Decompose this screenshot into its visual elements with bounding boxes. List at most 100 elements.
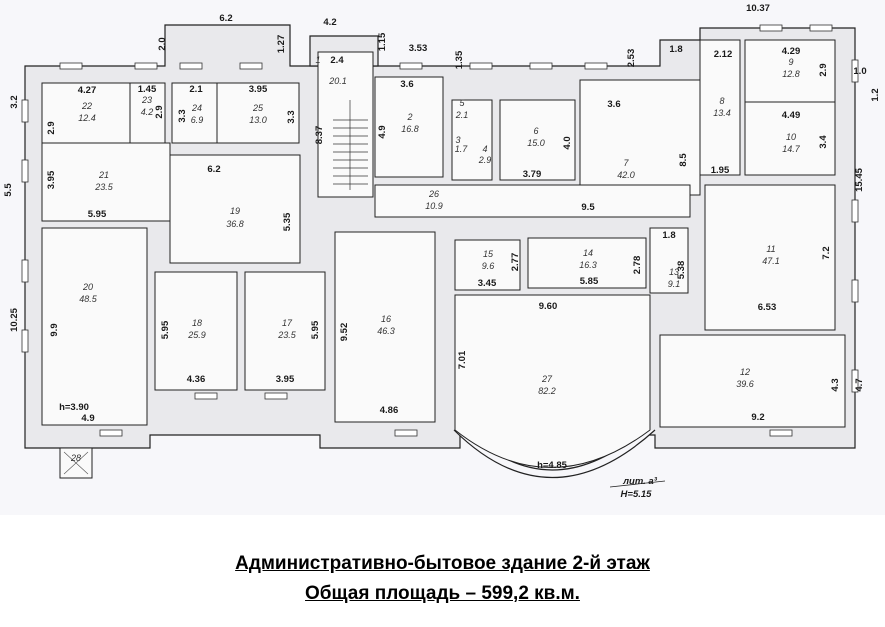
- dim-label: 5.95: [310, 320, 321, 339]
- room-3-number: 3: [455, 135, 460, 145]
- room-4-number: 4: [482, 144, 487, 154]
- dim-label: 4.2: [323, 17, 336, 28]
- dim-label: 8.37: [314, 126, 325, 145]
- room-7-area: 42.0: [617, 170, 635, 180]
- dim-label: 5.95: [88, 209, 107, 220]
- dim-label: 9.60: [539, 301, 558, 312]
- dim-label: 1.45: [138, 84, 157, 95]
- room-14-number: 14: [583, 248, 593, 258]
- dim-label: 2.78: [632, 256, 643, 275]
- room-14-area: 16.3: [579, 260, 597, 270]
- room-20-area: 48.5: [79, 294, 98, 304]
- dim-label: 3.3: [177, 109, 188, 122]
- dim-label: 5.95: [160, 320, 171, 339]
- dim-label: 3.2: [9, 95, 20, 108]
- room-15-number: 15: [483, 249, 494, 259]
- room-2-number: 2: [406, 112, 412, 122]
- dim-label: 3.95: [46, 170, 57, 189]
- room-23-number: 23: [141, 95, 152, 105]
- rooms: [41, 39, 846, 479]
- dimension-labels: 6.2 4.2 10.37 2.0 1.27 1.15 3.53 1.35 2.…: [3, 3, 881, 424]
- dim-label: 3.95: [276, 374, 295, 385]
- room-26-number: 26: [428, 189, 439, 199]
- room-1-area: 20.1: [328, 76, 347, 86]
- dim-label: 9.9: [49, 323, 60, 336]
- dim-label: 4.86: [380, 405, 399, 416]
- room-10-number: 10: [786, 132, 796, 142]
- dim-label: 3.6: [400, 79, 413, 90]
- dim-label: 2.9: [154, 105, 165, 118]
- dim-label: 2.9: [818, 63, 829, 76]
- room-3-area: 1.7: [455, 144, 469, 154]
- dim-label: 5.38: [676, 261, 687, 280]
- dim-label: 5.35: [282, 212, 293, 231]
- room-8-area: 13.4: [713, 108, 731, 118]
- room-22-area: 12.4: [78, 113, 96, 123]
- windows: [21, 24, 859, 437]
- dim-label: 5.85: [580, 276, 599, 287]
- dim-label: 1.95: [711, 165, 730, 176]
- room-26-area: 10.9: [425, 201, 443, 211]
- caption-building-title: Административно-бытовое здание 2-й этаж: [235, 553, 650, 574]
- dim-label: 6.53: [758, 302, 777, 313]
- dim-label: 3.79: [523, 169, 542, 180]
- dim-label: 2.0: [157, 37, 168, 50]
- room-6-area: 15.0: [527, 138, 545, 148]
- room-16-number: 16: [381, 314, 391, 324]
- room-4-area: 2.9: [478, 155, 492, 165]
- dim-label: 2.12: [714, 49, 733, 60]
- room-5-area: 2.1: [455, 110, 469, 120]
- dim-label: 3.3: [286, 110, 297, 123]
- dim-label: 5.5: [3, 183, 14, 197]
- room-10-area: 14.7: [782, 144, 801, 154]
- dim-label: 7.2: [821, 246, 832, 259]
- room-13-area: 9.1: [668, 279, 681, 289]
- dim-label: 1.27: [276, 35, 287, 54]
- room-17-number: 17: [282, 318, 293, 328]
- dim-label: 4.0: [562, 136, 573, 149]
- room-20-number: 20: [82, 282, 93, 292]
- room-19-area: 36.8: [226, 219, 244, 229]
- dim-label: 9.52: [339, 323, 350, 342]
- dim-label: 4.27: [78, 85, 97, 96]
- dim-label: 8.5: [678, 153, 689, 167]
- ceiling-height-hall: h=4.85: [537, 460, 568, 471]
- dim-label: 2.77: [510, 253, 521, 272]
- room-1-number: 1: [315, 55, 320, 65]
- dim-label: 9.2: [751, 412, 764, 423]
- room-labels: 1 20.1 2 16.8 3 1.7 4 2.9 5 2.1 6 15.0 7…: [70, 55, 801, 463]
- room-7-number: 7: [623, 158, 629, 168]
- room-24-number: 24: [191, 103, 202, 113]
- dim-label: 4.9: [377, 125, 388, 138]
- dim-label: 3.95: [249, 84, 268, 95]
- room-16-area: 46.3: [377, 326, 395, 336]
- room-21-area: 23.5: [94, 182, 114, 192]
- room-27-number: 27: [541, 374, 553, 384]
- dim-label: 4.36: [187, 374, 206, 385]
- dim-label: 10.37: [746, 3, 770, 14]
- dim-label: 4.49: [782, 110, 801, 121]
- room-11-number: 11: [766, 244, 775, 254]
- dim-label: 2.9: [46, 121, 57, 134]
- room-12-number: 12: [740, 367, 750, 377]
- room-28-number: 28: [70, 453, 81, 463]
- room-8-number: 8: [719, 96, 724, 106]
- dim-label: 2.4: [330, 55, 344, 66]
- dim-label: 3.4: [818, 135, 829, 149]
- room-17-area: 23.5: [277, 330, 297, 340]
- room-9-area: 12.8: [782, 69, 800, 79]
- dim-label: 1.8: [669, 44, 682, 55]
- room-19-number: 19: [230, 206, 240, 216]
- room-2-area: 16.8: [401, 124, 419, 134]
- dim-label: 4.29: [782, 46, 801, 57]
- stamp-line-1: лит. а³: [622, 476, 658, 487]
- dim-label: 4.7: [854, 378, 865, 391]
- room-21-number: 21: [98, 170, 109, 180]
- room-27-area: 82.2: [538, 386, 556, 396]
- room-23-area: 4.2: [141, 107, 154, 117]
- dim-label: 3.45: [478, 278, 497, 289]
- floor-plan: 1 20.1 2 16.8 3 1.7 4 2.9 5 2.1 6 15.0 7…: [3, 3, 881, 500]
- room-25-area: 13.0: [249, 115, 267, 125]
- ceiling-height-left: h=3.90: [59, 402, 89, 413]
- dim-label: 1.2: [870, 88, 881, 101]
